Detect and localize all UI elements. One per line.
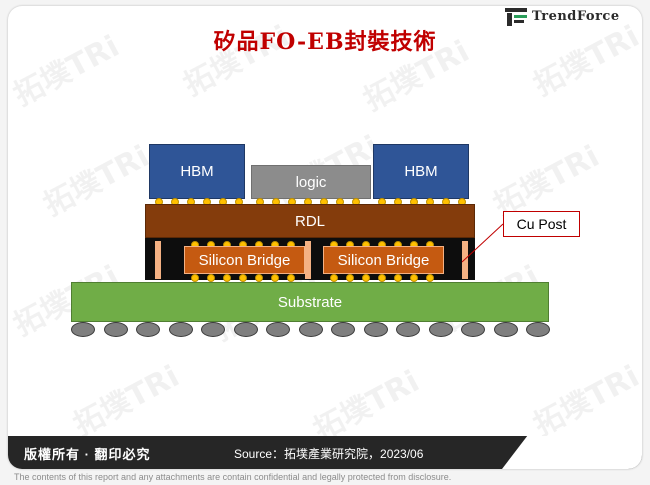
c4-bump [410,274,418,282]
solder-ball [168,322,193,337]
solder-ball [461,322,485,337]
c4-bump [287,274,295,282]
solder-ball [71,322,95,337]
c4-bump [223,274,231,282]
rdl-layer: RDL [145,204,475,238]
c4-bump [191,274,199,282]
watermark-logo: 拓墣TRi [38,138,156,224]
c4-bump [207,274,215,282]
copyright-text: 版權所有 · 翻印必究 [24,447,151,462]
solder-ball [331,322,355,337]
c4-bump [394,274,402,282]
c4-bump [255,274,263,282]
cu-post [305,241,311,279]
logo-background [502,436,642,469]
solder-ball [266,322,290,337]
source-text: Source：拓墣產業研究院，2023/06 [234,447,424,461]
c4-bump [239,274,247,282]
trendforce-logo-text: TrendForce [532,9,620,24]
solder-ball [363,322,388,337]
footer-bar: 版權所有 · 翻印必究 Source：拓墣產業研究院，2023/06 [8,436,642,469]
silicon-bridge-left: Silicon Bridge [184,246,305,274]
cu-post-callout: Cu Post [503,211,580,237]
logic-die: logic [251,165,371,199]
c4-bump [378,274,386,282]
c4-bump [426,274,434,282]
hbm-right-die: HBM [373,144,469,199]
solder-ball [298,322,323,337]
hbm-left-die: HBM [149,144,245,199]
cu-post [462,241,468,279]
solder-ball [396,322,420,337]
slide-card: 拓墣TRi 拓墣TRi 拓墣TRi 拓墣TRi 拓墣TRi 拓墣TRi 拓墣TR… [8,6,642,469]
c4-bump [362,274,370,282]
watermark-logo: 拓墣TRi [528,358,642,444]
disclaimer-text: The contents of this report and any atta… [14,472,452,482]
solder-ball [526,322,550,337]
solder-ball [103,322,128,337]
watermark-logo: 拓墣TRi [68,358,186,444]
silicon-bridge-right: Silicon Bridge [323,246,444,274]
c4-bump [330,274,338,282]
solder-ball [201,322,225,337]
c4-bump [346,274,354,282]
trendforce-logo-icon [505,8,527,26]
page-title: 矽品FO-EB封裝技術 [213,29,437,55]
solder-ball [136,322,160,337]
cu-post [155,241,161,279]
substrate-layer: Substrate [71,282,549,322]
solder-ball [428,322,453,337]
solder-ball [233,322,258,337]
c4-bump [271,274,279,282]
solder-ball [493,322,518,337]
